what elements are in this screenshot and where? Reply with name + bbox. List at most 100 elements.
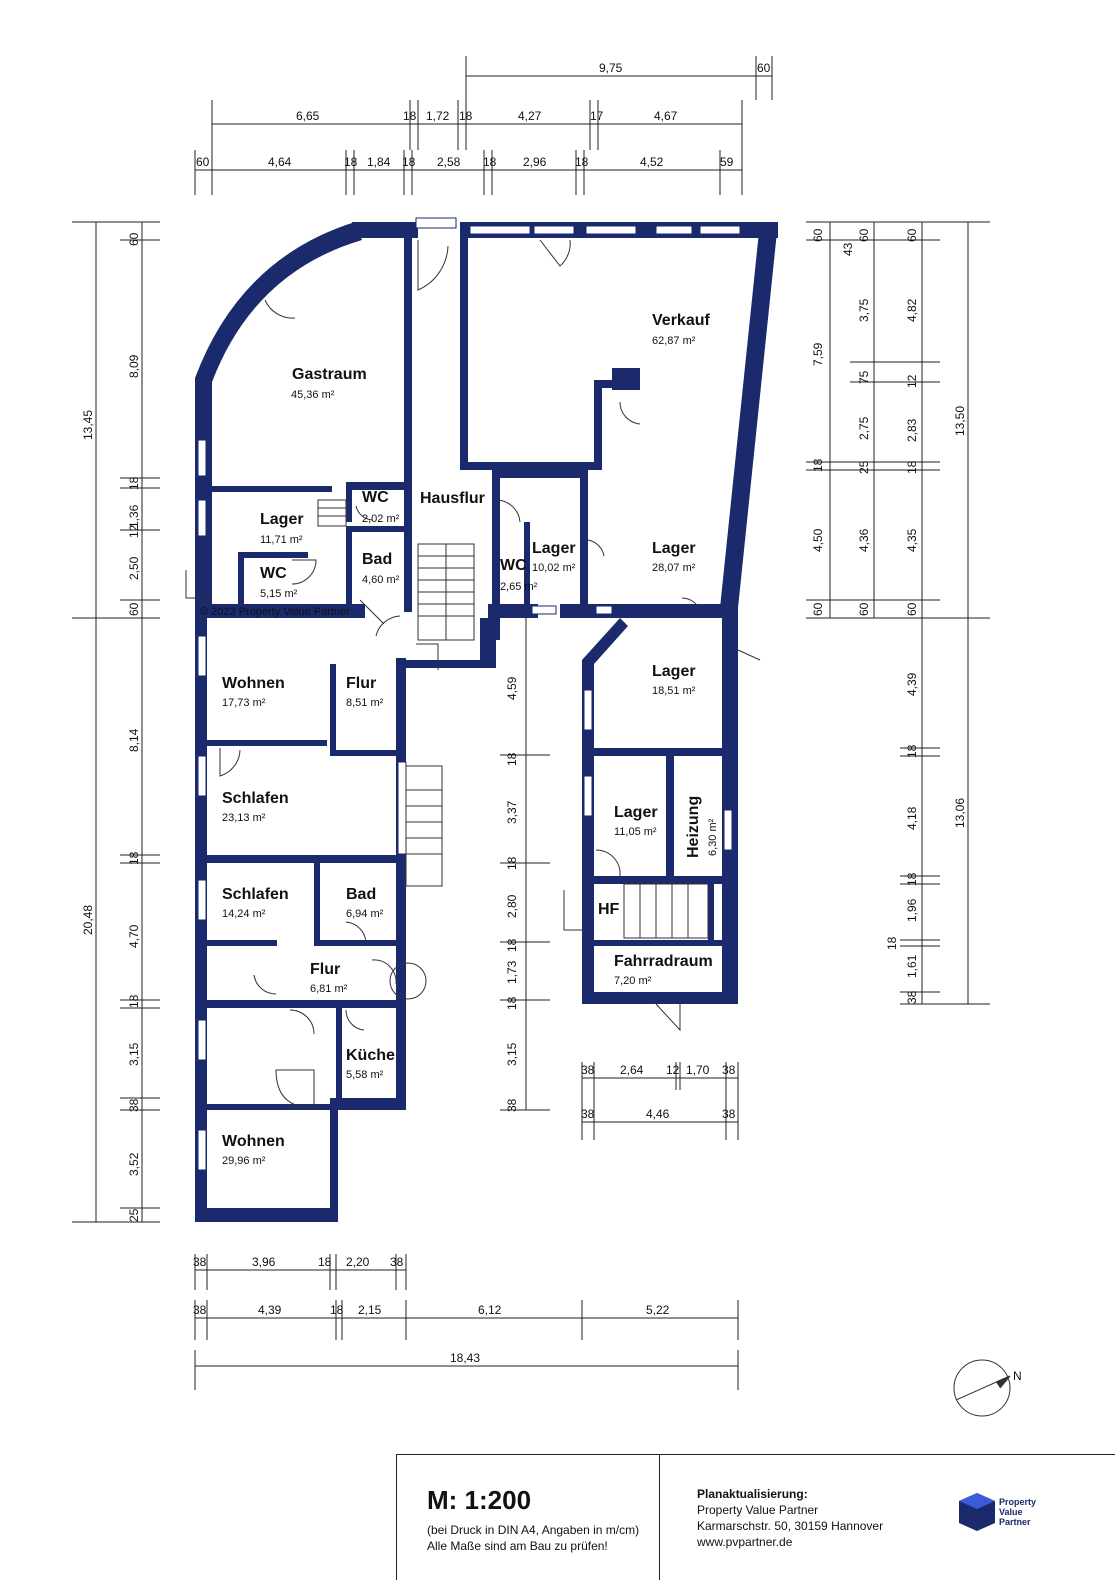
dim-mid-4: 2,80 — [505, 894, 519, 918]
right-lower-exterior — [582, 618, 628, 1004]
room-gastraum-area: 45,36 m² — [291, 389, 335, 401]
wall-mid-horizontal-right — [560, 604, 738, 618]
dim-top1-0: 9,75 — [599, 61, 623, 75]
dim-right-c-12: 18 — [885, 936, 899, 950]
room-lager1-name: Lager — [260, 511, 304, 528]
logo-line-2: Value — [999, 1507, 1023, 1517]
room-bad2-name: Bad — [346, 886, 376, 903]
room-lager2-area: 10,02 m² — [532, 562, 576, 574]
dim-top3-7: 2,96 — [523, 155, 547, 169]
company-logo-icon — [959, 1493, 995, 1531]
room-bad1-area: 4,60 m² — [362, 574, 400, 586]
window — [583, 689, 593, 731]
room-flur2-area: 6,81 m² — [310, 983, 348, 995]
wall-bad1-top — [346, 526, 408, 532]
dim-left-inner-0: 60 — [127, 232, 141, 246]
dim-left-inner-4: 12 — [127, 524, 141, 538]
window — [197, 1019, 207, 1061]
room-hausflur-name: Hausflur — [420, 490, 485, 507]
dim-mid-2: 3,37 — [505, 800, 519, 824]
dim-right-b-0: 60 — [857, 228, 871, 242]
wall-schlafen2-bottom — [207, 940, 277, 946]
room-lager1-area: 11,71 m² — [260, 534, 303, 546]
room-wohnen1-area: 17,73 m² — [222, 697, 266, 709]
dim-mid-0: 4,59 — [505, 676, 519, 700]
room-wohnen2-area: 29,96 m² — [222, 1155, 266, 1167]
dim-right-c-2: 12 — [905, 374, 919, 388]
dim-right-a-3: 18 — [811, 458, 825, 472]
dim-right-a-1: 43 — [841, 242, 855, 256]
room-wc3-name: WC — [500, 557, 527, 574]
wall-wc2-top — [238, 552, 308, 558]
window — [585, 225, 637, 235]
room-verkauf-area: 62,87 m² — [652, 335, 696, 347]
room-lager5-area: 11,05 m² — [614, 826, 657, 838]
room-kueche-area: 5,58 m² — [346, 1069, 384, 1081]
dim-top3-1: 4,64 — [268, 155, 292, 169]
dim-fr1-0: 38 — [581, 1063, 595, 1077]
dim-top3-6: 18 — [483, 155, 497, 169]
dim-left-inner-13: 3,52 — [127, 1152, 141, 1176]
dim-left-inner-6: 60 — [127, 602, 141, 616]
dim-fr1-3: 1,70 — [686, 1063, 710, 1077]
right-slanted-wall — [720, 222, 778, 608]
dim-top2-5: 17 — [590, 109, 604, 123]
dim-right-b-2: 75 — [857, 370, 871, 384]
north-arrow-icon: N — [953, 1359, 1022, 1417]
print-note: (bei Druck in DIN A4, Angaben in m/cm) — [427, 1523, 640, 1537]
dim-right-c-1: 4,82 — [905, 298, 919, 322]
dim-mid-3: 18 — [505, 856, 519, 870]
dim-right-c-6: 60 — [905, 602, 919, 616]
room-schlafen1-area: 23,13 m² — [222, 812, 266, 824]
dim-right-a-5: 60 — [811, 602, 825, 616]
room-schlafen2-area: 14,24 m² — [222, 908, 266, 920]
dim-right-outer-1: 13,06 — [953, 798, 967, 828]
dim-fr2-0: 38 — [581, 1107, 595, 1121]
wall-wc-left — [346, 482, 352, 522]
wall-lager2-right — [580, 470, 588, 612]
room-lager3-name: Lager — [652, 540, 696, 557]
room-kueche-name: Küche — [346, 1047, 395, 1064]
dim-top3-9: 4,52 — [640, 155, 664, 169]
room-verkauf-name: Verkauf — [652, 312, 710, 329]
window — [699, 225, 741, 235]
room-lager2-name: Lager — [532, 540, 576, 557]
dimension-lines — [72, 56, 990, 1390]
dim-top2-2: 1,72 — [426, 109, 450, 123]
window — [595, 605, 613, 615]
wall-lager1-top — [212, 486, 332, 492]
room-flur1-area: 8,51 m² — [346, 697, 384, 709]
wohnen2-right — [330, 1100, 338, 1222]
dim-top3-4: 18 — [402, 155, 416, 169]
wall-mid-horizontal-center — [488, 604, 538, 618]
right-lower-bottom — [582, 992, 738, 1004]
dim-right-c-0: 60 — [905, 228, 919, 242]
wall-bad2-bottom — [314, 940, 400, 946]
room-wc2-area: 5,15 m² — [260, 588, 298, 600]
wall-wohnen2-top — [207, 1104, 331, 1110]
dim-bottom1-4: 38 — [390, 1255, 404, 1269]
window — [531, 605, 557, 615]
dim-left-outer-1: 20,48 — [81, 905, 95, 935]
dim-mid-9: 38 — [505, 1098, 519, 1112]
floor-plan: Gastraum 45,36 m² Verkauf 62,87 m² Hausf… — [72, 56, 1022, 1417]
room-lager5-name: Lager — [614, 804, 658, 821]
company-website[interactable]: www.pvpartner.de — [697, 1535, 793, 1549]
dim-right-c-14: 38 — [905, 990, 919, 1004]
dim-left-inner-11: 3,15 — [127, 1042, 141, 1066]
lager1-stair — [317, 499, 347, 527]
dim-right-c-5: 4,35 — [905, 528, 919, 552]
title-block-divider — [659, 1455, 660, 1580]
dim-top2-0: 6,65 — [296, 109, 320, 123]
dim-left-inner-5: 2,50 — [127, 556, 141, 580]
window — [583, 775, 593, 817]
hf-stair — [623, 883, 709, 939]
dim-bottom2-0: 38 — [193, 1303, 207, 1317]
wall-wc2-box — [238, 552, 244, 610]
dim-top3-5: 2,58 — [437, 155, 461, 169]
window — [197, 1129, 207, 1171]
dim-bottom2-3: 2,15 — [358, 1303, 382, 1317]
scale-label: M: 1:200 — [427, 1485, 532, 1515]
window — [197, 499, 207, 537]
wall-mid-horizontal-left — [195, 604, 365, 618]
